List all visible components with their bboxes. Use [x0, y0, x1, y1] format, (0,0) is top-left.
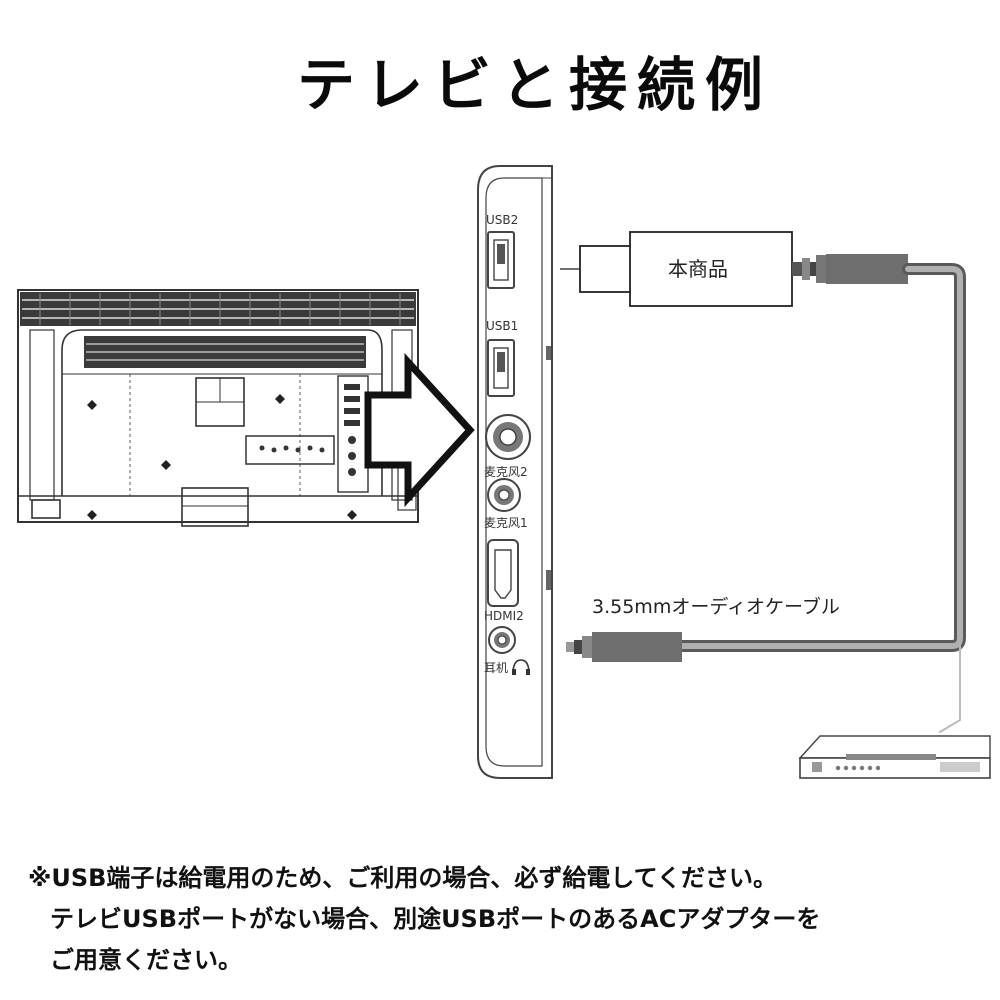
dvd-player-icon — [798, 735, 991, 779]
tv-back-icon — [17, 289, 419, 527]
note-line-3: ご用意ください。 — [50, 946, 242, 974]
headphone-icon — [512, 659, 530, 675]
audio-cable — [674, 263, 966, 733]
audio-plug — [566, 632, 682, 662]
port-label-hdmi2: HDMI2 — [484, 609, 524, 623]
cable-label: 3.55mmオーディオケーブル — [592, 595, 840, 618]
product-adapter — [560, 231, 908, 307]
port-label-mic2: 麦克风2 — [484, 465, 528, 479]
port-label-earphone: 耳机 — [484, 661, 508, 675]
port-label-mic1: 麦克风1 — [484, 516, 528, 530]
product-label: 本商品 — [668, 257, 728, 281]
monitor-side-panel — [477, 165, 553, 779]
port-label-usb2: USB2 — [486, 213, 518, 227]
page-title: テレビと接続例 — [296, 51, 773, 119]
power-note: ※USB端子は給電用のため、ご利用の場合、必ず給電してください。 テレビUSBポ… — [28, 858, 978, 981]
port-label-usb1: USB1 — [486, 319, 518, 333]
arrow-right-icon — [364, 352, 475, 508]
note-line-1: ※USB端子は給電用のため、ご利用の場合、必ず給電してください。 — [28, 864, 777, 892]
note-line-2: テレビUSBポートがない場合、別途USBポートのあるACアダプターを — [50, 905, 821, 933]
